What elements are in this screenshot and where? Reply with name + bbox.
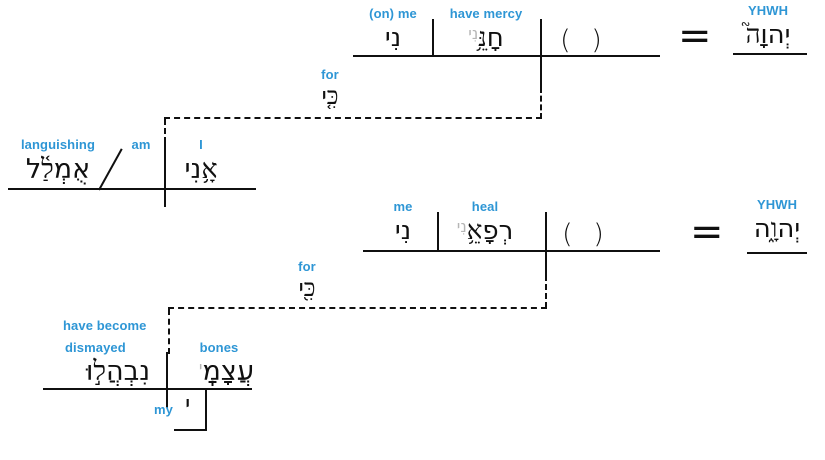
subclause1-predicate-hebrew: אֻמְלַ֫ל	[25, 154, 91, 185]
clause1-verb-hebrew: חָנֵּ֥נִי	[434, 22, 538, 57]
connector2-column: for כִּ֖י	[277, 258, 337, 301]
clause1-vocative-underline	[733, 53, 807, 55]
clause2-subject-placeholder: ( )	[562, 219, 610, 250]
clause1-verb-suffix: נִי	[468, 24, 479, 43]
connector2-vertical-right	[545, 275, 547, 308]
connector2-gloss: for	[298, 259, 316, 274]
clause2-vocative-hebrew: יְהוָ֑ה	[753, 214, 801, 244]
subclause2-verb-gloss-line2: dismayed	[65, 340, 126, 355]
clause2-vocative-gloss: YHWH	[756, 197, 798, 212]
clause2-verb-column: heal רְפָאֵ֥נִי	[437, 198, 533, 250]
subclause2-subject-gloss: bones	[199, 340, 239, 355]
subclause2-subject-suffix: י	[198, 358, 203, 377]
clause1-object-hebrew: נִי	[384, 23, 402, 53]
clause2-subject-divider	[545, 212, 547, 275]
subclause2-baseline	[43, 388, 252, 390]
clause1-object-divider	[432, 19, 434, 57]
clause1-subject-divider	[540, 19, 542, 87]
subclause2-verb-gloss-line1: have become	[63, 318, 147, 333]
clause1-vocative-column: YHWH יְהוָה֮	[728, 2, 808, 51]
subclause1-subject-gloss: I	[199, 137, 203, 152]
clause1-vocative-hebrew: יְהוָה֮	[745, 20, 791, 50]
subclause1-subject-column: I אָ֥נִי	[172, 136, 230, 187]
possessive-hebrew: י	[185, 390, 191, 418]
connector2-horizontal	[168, 307, 547, 309]
clause2-equals-sign: =	[690, 209, 724, 255]
subclause2-subject-hebrew: עֲצָמָֽי	[176, 355, 254, 392]
clause2-object-gloss: me	[393, 199, 413, 214]
clause1-object-gloss: (on) me	[369, 6, 417, 21]
clause2-verb-stem: רְפָאֵ֥	[466, 216, 514, 246]
clause2-object-column: me נִי	[369, 198, 437, 247]
subclause1-predicate-column: languishing אֻמְלַ֫ל	[4, 136, 112, 187]
clause1-subject-placeholder: ( )	[560, 25, 608, 56]
clause2-verb-gloss: heal	[471, 199, 499, 214]
connector2-vertical-left	[168, 309, 170, 354]
clause2-vocative-column: YHWH יְהוָ֑ה	[737, 196, 817, 245]
clause2-vocative-underline	[747, 252, 807, 254]
subclause2-verb-hebrew: נִבְהֲל֣וּ	[85, 356, 151, 387]
clause2-verb-suffix: נִי	[456, 217, 467, 236]
clause1-verb-gloss: have mercy	[449, 6, 523, 21]
subclause1-predicate-gloss: languishing	[20, 137, 96, 152]
subclause1-divider	[164, 141, 166, 207]
connector1-vertical-left	[164, 119, 166, 143]
subclause1-subject-hebrew: אָ֥נִי	[184, 154, 218, 185]
possessive-stilt-horizontal	[174, 429, 207, 431]
subclause2-subject-stem: עֲצָמָֽ	[202, 356, 254, 387]
clause1-equals-sign: =	[678, 13, 712, 59]
possessive-stilt-vertical	[205, 390, 207, 431]
clause1-verb-column: have mercy חָנֵּ֥נִי	[434, 5, 538, 57]
connector2-hebrew: כִּ֖י	[298, 274, 316, 302]
connector1-horizontal	[164, 117, 542, 119]
connector1-hebrew: כִּ֤י	[321, 82, 339, 110]
possessive-gloss: my	[154, 402, 173, 417]
clause1-vocative-gloss: YHWH	[747, 3, 789, 18]
clause1-baseline	[353, 55, 660, 57]
subclause1-copula-label: am	[126, 136, 156, 153]
clause1-verb-stem: חָנֵּ֥	[478, 23, 504, 53]
subclause1-copula-gloss: am	[131, 137, 151, 152]
clause2-verb-hebrew: רְפָאֵ֥נִי	[437, 215, 533, 250]
clause2-object-hebrew: נִי	[394, 216, 412, 246]
connector1-column: for כִּ֤י	[300, 66, 360, 109]
clause2-object-divider	[437, 212, 439, 250]
connector1-vertical-right	[540, 87, 542, 119]
clause2-baseline	[363, 250, 660, 252]
subclause2-divider	[166, 352, 168, 408]
subclause1-baseline	[8, 188, 256, 190]
connector1-gloss: for	[321, 67, 339, 82]
clause1-object-column: (on) me נִי	[355, 5, 431, 54]
